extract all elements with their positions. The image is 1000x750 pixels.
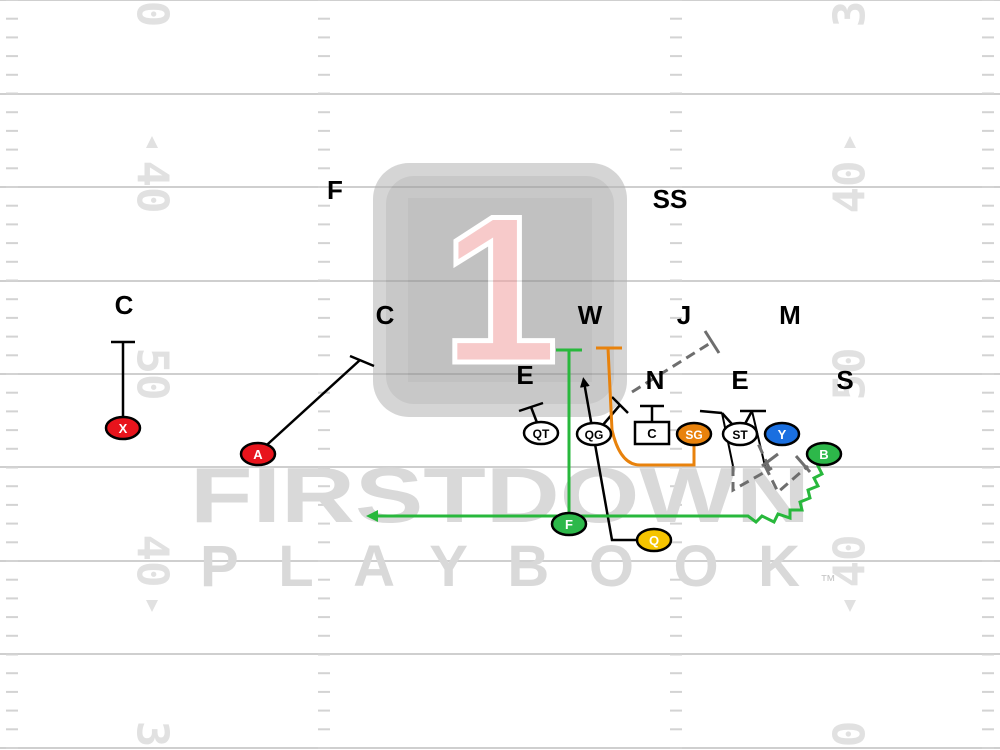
hash-marks	[6, 0, 994, 749]
route-a	[257, 359, 361, 454]
watermark-wordmark: FIRSTDOWN PLAYBOOK ™	[190, 451, 836, 599]
offense: X A QT QG C SG ST Y	[104, 415, 843, 553]
player-a: A	[239, 441, 277, 467]
player-sg: SG	[675, 421, 713, 447]
watermark-logo: 1	[373, 163, 627, 417]
block-end	[699, 409, 723, 415]
route-dashed	[731, 466, 773, 493]
player-st: ST	[721, 421, 759, 447]
player-q: Q	[635, 527, 673, 553]
player-qt-label: QT	[533, 427, 550, 441]
field-number: 50	[825, 348, 876, 401]
defender-f: F	[327, 175, 343, 205]
block-end	[761, 452, 779, 468]
player-b: B	[805, 441, 843, 467]
player-qt: QT	[522, 420, 560, 446]
defender-ss: SS	[653, 184, 688, 214]
defender-w: W	[578, 300, 603, 330]
player-c-label: C	[647, 426, 657, 441]
player-b-label: B	[819, 447, 828, 462]
defender-e-left: E	[516, 360, 533, 390]
route-sg	[606, 347, 696, 467]
player-c: C	[633, 420, 671, 446]
defender-e-right: E	[731, 365, 748, 395]
block-end	[518, 401, 544, 413]
field-number: 40	[825, 535, 876, 588]
defender-m: M	[779, 300, 801, 330]
block-end	[611, 396, 629, 414]
route-dashed	[763, 464, 809, 495]
field-number: 50	[127, 348, 178, 401]
field-number: 40	[127, 535, 178, 588]
defense: C F SS C W J M E N E S	[115, 175, 854, 395]
route-dashed	[631, 340, 713, 394]
route-st	[751, 410, 766, 467]
field-number: 0	[127, 1, 178, 28]
player-f: F	[550, 511, 588, 537]
player-f-label: F	[565, 517, 573, 532]
player-y: Y	[763, 421, 801, 447]
player-qg: QG	[575, 421, 613, 447]
field-number: 3	[825, 1, 876, 28]
direction-arrow-icon	[844, 600, 856, 612]
direction-arrow-icon	[844, 136, 856, 148]
player-st-label: ST	[732, 428, 748, 442]
field-number: 3	[127, 721, 178, 748]
player-sg-label: SG	[685, 428, 702, 442]
field-number: 0	[825, 721, 876, 748]
block-end	[703, 330, 721, 354]
player-y-label: Y	[778, 427, 787, 442]
block-end	[349, 354, 375, 368]
route-b-motion	[569, 453, 828, 525]
field-number: 40	[825, 161, 876, 214]
watermark-line2: PLAYBOOK	[200, 534, 800, 599]
player-x-label: X	[119, 421, 128, 436]
direction-arrow-icon	[146, 136, 158, 148]
watermark-trademark: ™	[820, 573, 836, 590]
watermark-line1: FIRSTDOWN	[190, 451, 810, 539]
player-q-label: Q	[649, 533, 659, 548]
defender-s: S	[836, 365, 853, 395]
defender-j: J	[677, 300, 691, 330]
player-a-label: A	[253, 447, 263, 462]
player-qg-label: QG	[585, 428, 604, 442]
watermark-numeral: 1	[442, 172, 559, 407]
direction-arrow-icon	[146, 600, 158, 612]
player-x: X	[104, 415, 142, 441]
field-numbers: 0 40 50 40 3 3 40 50 40 0	[127, 1, 876, 748]
defender-c-mid: C	[376, 300, 395, 330]
defender-n: N	[646, 365, 665, 395]
block-end	[794, 455, 812, 473]
field-number: 40	[127, 161, 178, 214]
defender-c-left: C	[115, 290, 134, 320]
